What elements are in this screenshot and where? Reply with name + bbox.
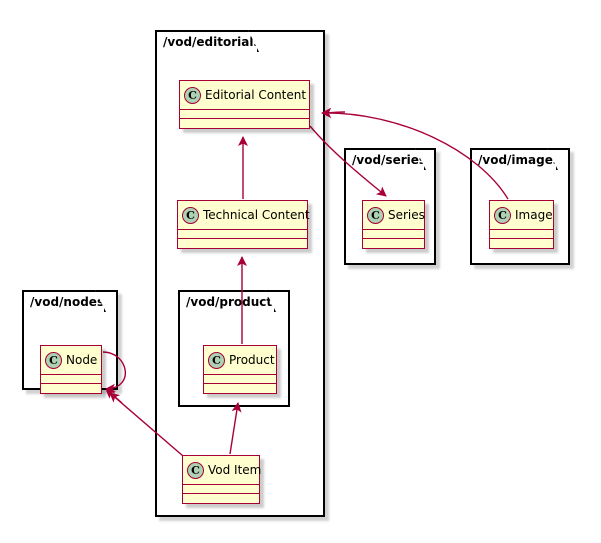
- class-name-label: Product: [229, 353, 275, 367]
- class-title-row: C Technical Content: [178, 201, 310, 230]
- class-title-row: C Product: [204, 346, 276, 375]
- class-attributes-compartment: [180, 110, 309, 119]
- class-inner: C Node: [40, 345, 102, 394]
- class-methods-compartment: [180, 119, 309, 128]
- package-label: /vod/images: [478, 153, 561, 167]
- package-tab: /vod/nodes: [22, 290, 106, 312]
- package-tab: /vod/images: [470, 148, 558, 170]
- package-tab: /vod/editorials: [155, 30, 259, 52]
- class-inner: C Image: [489, 200, 554, 249]
- class-methods-compartment: [178, 239, 307, 248]
- class-product[interactable]: C Product: [203, 345, 281, 398]
- class-methods-compartment: [363, 239, 424, 248]
- class-title-row: C Image: [490, 201, 553, 230]
- class-stereotype-icon: C: [367, 206, 384, 224]
- class-stereotype-icon: C: [182, 206, 199, 224]
- class-methods-compartment: [41, 384, 101, 393]
- class-name-label: Series: [388, 208, 425, 222]
- class-technical-content[interactable]: C Technical Content: [177, 200, 312, 253]
- class-stereotype-icon: C: [494, 206, 511, 224]
- package-tab: /vod/products: [178, 290, 276, 312]
- class-title-row: C Series: [363, 201, 425, 230]
- class-editorial-content[interactable]: C Editorial Content: [179, 80, 314, 133]
- class-title-row: C Vod Item: [183, 456, 262, 485]
- class-methods-compartment: [183, 494, 259, 503]
- class-attributes-compartment: [183, 485, 259, 494]
- class-name-label: Node: [66, 353, 98, 367]
- class-stereotype-icon: C: [208, 351, 225, 369]
- class-stereotype-icon: C: [187, 461, 204, 479]
- class-name-label: Editorial Content: [205, 88, 307, 102]
- class-stereotype-icon: C: [45, 351, 62, 369]
- class-inner: C Technical Content: [177, 200, 310, 249]
- class-name-label: Image: [515, 208, 553, 222]
- class-attributes-compartment: [490, 230, 553, 239]
- class-name-label: Vod Item: [208, 463, 262, 477]
- class-node[interactable]: C Node: [40, 345, 106, 398]
- class-methods-compartment: [204, 384, 276, 393]
- class-inner: C Vod Item: [182, 455, 262, 504]
- class-inner: C Product: [203, 345, 277, 394]
- class-attributes-compartment: [204, 375, 276, 384]
- class-name-label: Technical Content: [203, 208, 310, 222]
- class-series[interactable]: C Series: [362, 200, 429, 253]
- class-title-row: C Editorial Content: [180, 81, 309, 110]
- package-label: /vod/series: [352, 153, 427, 167]
- class-inner: C Editorial Content: [179, 80, 310, 129]
- class-attributes-compartment: [363, 230, 424, 239]
- class-image[interactable]: C Image: [489, 200, 558, 253]
- package-label: /vod/products: [186, 295, 280, 309]
- class-vod-item[interactable]: C Vod Item: [182, 455, 264, 508]
- class-stereotype-icon: C: [184, 86, 201, 104]
- package-tab: /vod/series: [344, 148, 426, 170]
- class-attributes-compartment: [178, 230, 307, 239]
- package-label: /vod/editorials: [163, 35, 261, 49]
- class-title-row: C Node: [41, 346, 101, 375]
- class-attributes-compartment: [41, 375, 101, 384]
- class-methods-compartment: [490, 239, 553, 248]
- class-inner: C Series: [362, 200, 425, 249]
- package-label: /vod/nodes: [30, 295, 105, 309]
